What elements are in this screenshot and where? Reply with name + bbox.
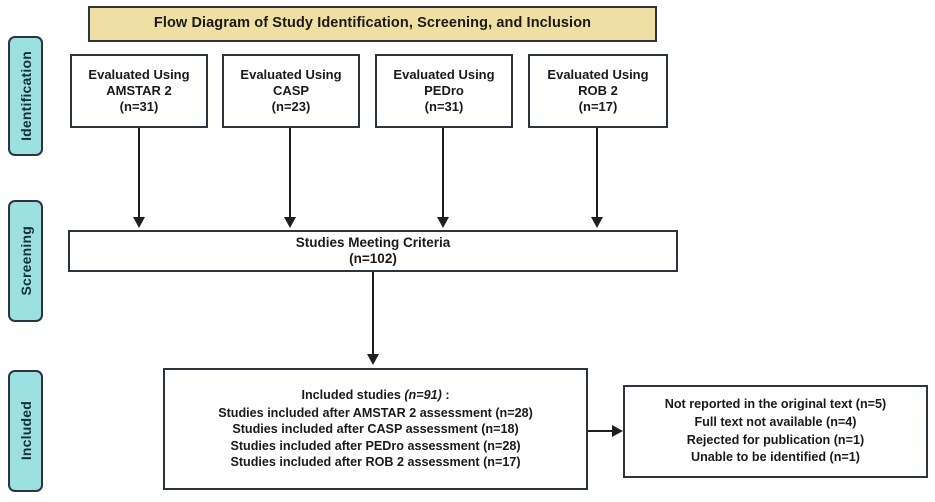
connector-criteria-to-included [372,272,374,356]
stage-label-included-text: Included [17,401,34,461]
included-studies-line-amstar2: Studies included after AMSTAR 2 assessme… [218,405,533,420]
identification-box-casp-count: (n=23) [271,98,311,114]
included-studies-line-rob2: Studies included after ROB 2 assessment … [230,455,521,470]
stage-label-included: Included [8,370,43,492]
stage-label-screening: Screening [8,200,43,322]
identification-box-casp-line2: CASP [272,83,310,99]
identification-box-rob2-line2: ROB 2 [578,83,618,99]
exclusion-reason-not-reported: Not reported in the original text (n=5) [664,396,887,411]
identification-box-pedro-count: (n=31) [424,98,464,114]
exclusion-reason-unidentified: Unable to be identified (n=1) [691,450,860,465]
included-studies-heading-colon: : [445,387,450,402]
arrowhead-casp-to-criteria [284,217,296,228]
identification-box-amstar2-line2: AMSTAR 2 [106,83,172,99]
included-studies-line-casp: Studies included after CASP assessment (… [232,422,519,437]
identification-box-pedro-line2: PEDro [424,83,464,99]
arrowhead-criteria-to-included [367,354,379,365]
included-studies-heading-count: (n=91) [404,387,442,402]
arrowhead-amstar2-to-criteria [133,217,145,228]
stage-label-identification: Identification [8,36,43,156]
identification-box-amstar2-count: (n=31) [119,98,159,114]
connector-rob2-to-criteria [596,128,598,219]
diagram-title-banner: Flow Diagram of Study Identification, Sc… [88,6,657,42]
identification-box-rob2: Evaluated Using ROB 2 (n=17) [528,54,668,128]
connector-amstar2-to-criteria [138,128,140,219]
screening-criteria-box: Studies Meeting Criteria (n=102) [68,230,678,272]
identification-box-amstar2: Evaluated Using AMSTAR 2 (n=31) [70,54,208,128]
connector-included-to-exclusion [588,430,616,432]
screening-criteria-count: (n=102) [349,251,397,266]
stage-label-identification-text: Identification [17,51,34,141]
included-studies-heading-label: Included studies [301,387,401,402]
arrowhead-included-to-exclusion [612,425,623,437]
arrowhead-rob2-to-criteria [591,217,603,228]
connector-casp-to-criteria [289,128,291,219]
connector-pedro-to-criteria [442,128,444,219]
identification-box-casp: Evaluated Using CASP (n=23) [222,54,360,128]
arrowhead-pedro-to-criteria [437,217,449,228]
identification-box-rob2-line1: Evaluated Using [547,67,649,83]
exclusion-reason-rejected: Rejected for publication (n=1) [686,432,865,447]
included-studies-heading: Included studies (n=91) : [301,387,449,404]
identification-box-pedro-line1: Evaluated Using [393,67,495,83]
exclusion-reason-full-text-unavailable: Full text not available (n=4) [694,414,857,429]
included-studies-line-pedro: Studies included after PEDro assessment … [230,438,521,453]
included-studies-box: Included studies (n=91) : Studies includ… [163,368,588,490]
identification-box-casp-line1: Evaluated Using [240,67,342,83]
exclusion-reasons-box: Not reported in the original text (n=5) … [623,385,928,478]
diagram-title: Flow Diagram of Study Identification, Sc… [153,15,592,32]
identification-box-pedro: Evaluated Using PEDro (n=31) [375,54,513,128]
identification-box-rob2-count: (n=17) [578,98,618,114]
identification-box-amstar2-line1: Evaluated Using [88,67,190,83]
screening-criteria-label: Studies Meeting Criteria [295,234,451,250]
stage-label-screening-text: Screening [17,226,34,296]
